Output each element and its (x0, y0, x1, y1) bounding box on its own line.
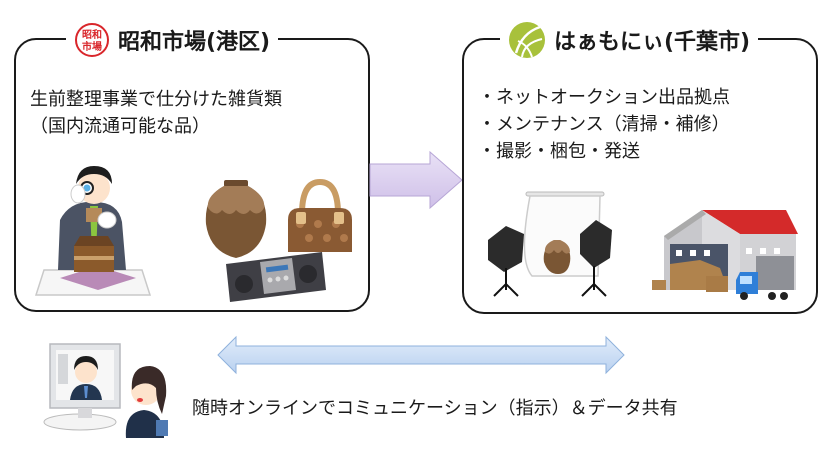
leaf-circle-logo-icon (508, 21, 546, 59)
right-panel-title-text: はぁもにぃ(千葉市) (554, 30, 751, 55)
right-panel-title: はぁもにぃ(千葉市) (500, 20, 759, 60)
left-panel-description: 生前整理事業で仕分けた雑貨類 （国内流通可能な品） (30, 86, 282, 140)
communication-caption: 随時オンラインでコミュニケーション（指示）＆データ共有 (192, 398, 678, 419)
bullet-item: ・メンテナンス（清掃・補修） (478, 114, 730, 135)
description-line-1: 生前整理事業で仕分けた雑貨類 (30, 89, 282, 110)
hanko-seal-icon: 昭和 市場 (74, 22, 110, 58)
photo-studio-illustration (484, 190, 616, 300)
left-panel-title-text: 昭和市場(港区) (118, 30, 271, 55)
seal-text-top: 昭和 (82, 28, 102, 41)
bullet-item: ・ネットオークション出品拠点 (478, 87, 730, 108)
appraiser-with-loupe-illustration (30, 160, 155, 300)
flow-arrow-right (368, 150, 464, 210)
seal-text-bottom: 市場 (82, 40, 102, 53)
right-panel-bullets: ・ネットオークション出品拠点 ・メンテナンス（清掃・補修） ・撮影・梱包・発送 (478, 84, 730, 165)
video-call-illustration (40, 340, 172, 440)
handbag-illustration (284, 178, 356, 256)
bidirectional-arrow (216, 334, 626, 376)
radio-cassette-illustration (224, 250, 328, 304)
bullet-item: ・撮影・梱包・発送 (478, 141, 640, 162)
warehouse-truck-illustration (646, 206, 798, 302)
description-line-2: （国内流通可能な品） (30, 116, 210, 137)
jar-illustration (202, 178, 270, 260)
left-panel-title: 昭和 市場 昭和市場(港区) (66, 22, 279, 58)
